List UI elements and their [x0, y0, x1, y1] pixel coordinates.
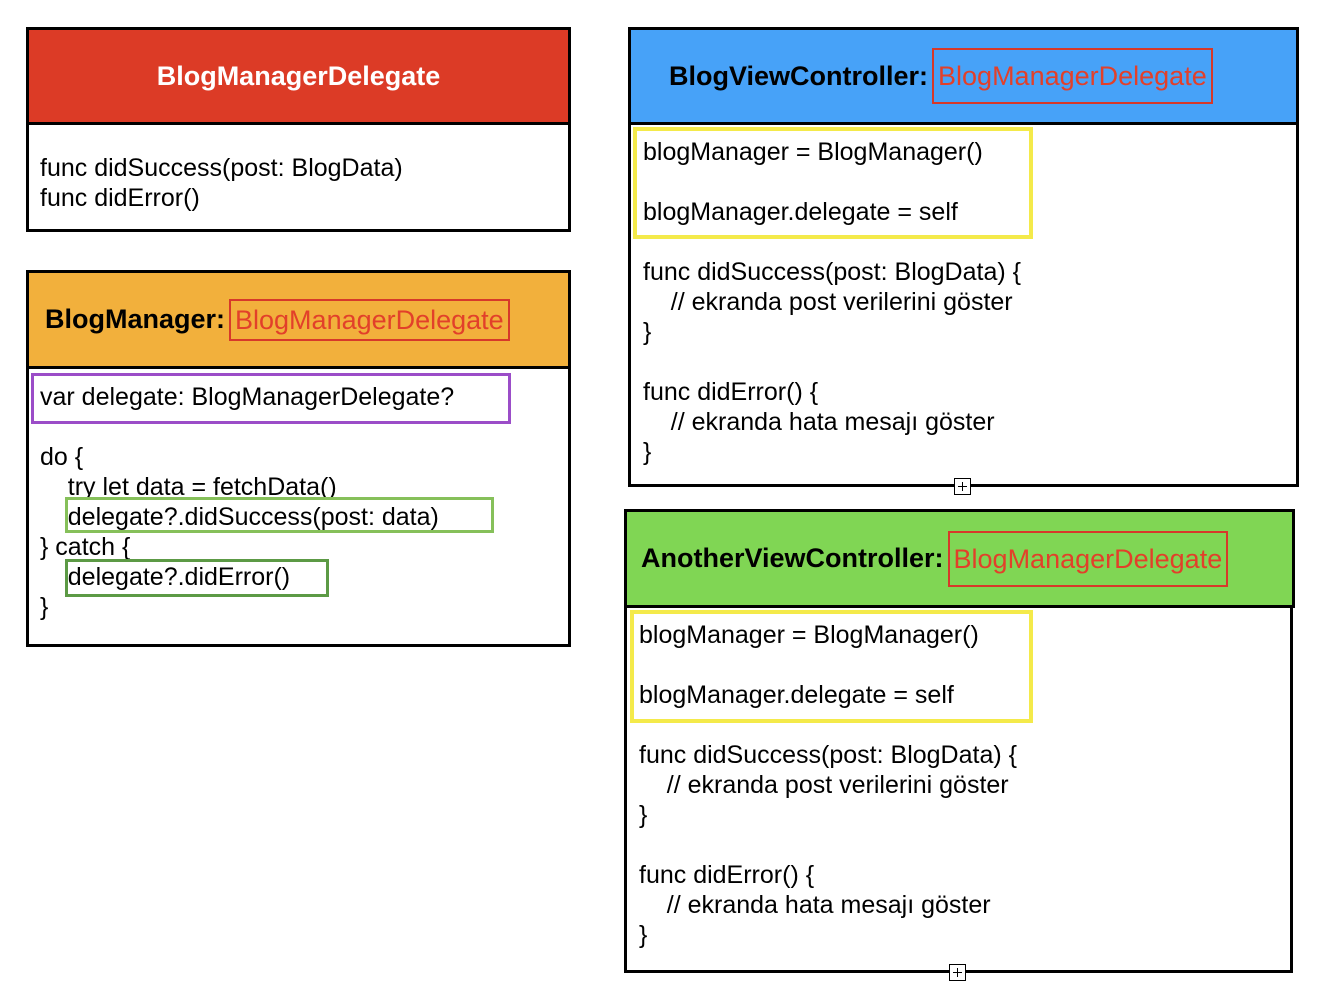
code-line: do { [40, 443, 84, 471]
code-line: } [643, 438, 652, 466]
code-line: blogManager = BlogManager() [643, 138, 983, 166]
code-line: } [40, 593, 49, 621]
code-line: blogManager.delegate = self [643, 198, 958, 226]
blog-view-controller-header: BlogViewController: BlogManagerDelegate [628, 27, 1299, 125]
did-error-call-highlight [65, 559, 329, 597]
expand-toggle-icon[interactable] [954, 478, 971, 495]
delegate-protocol-body: func didSuccess(post: BlogData) func did… [26, 125, 571, 232]
code-line: } [639, 801, 648, 829]
delegate-protocol-header: BlogManagerDelegate [26, 27, 571, 125]
expand-toggle-icon[interactable] [949, 964, 966, 981]
another-view-controller-conformance: BlogManagerDelegate [947, 530, 1229, 587]
code-line: // ekranda hata mesajı göster [643, 408, 995, 436]
blog-view-controller-body: blogManager = BlogManager() blogManager.… [628, 125, 1299, 487]
code-line: blogManager.delegate = self [639, 681, 954, 709]
blog-manager-title: BlogManager: [45, 304, 226, 334]
code-line: // ekranda hata mesajı göster [639, 891, 991, 919]
delegate-protocol-title: BlogManagerDelegate [156, 60, 441, 91]
code-line: func didSuccess(post: BlogData) [40, 154, 403, 182]
did-success-call-highlight [65, 497, 494, 533]
code-line: } [639, 921, 648, 949]
code-line: func didError() [40, 184, 200, 212]
code-line: func didError() { [643, 378, 819, 406]
code-line: var delegate: BlogManagerDelegate? [40, 383, 455, 411]
another-view-controller-header: AnotherViewController: BlogManagerDelega… [624, 509, 1295, 608]
another-view-controller-title: AnotherViewController: [641, 543, 944, 573]
code-line: delegate?.didError() [40, 563, 291, 591]
delegate-property-highlight [31, 373, 511, 424]
code-line: func didSuccess(post: BlogData) { [643, 258, 1021, 286]
blog-view-controller-title: BlogViewController: [669, 60, 929, 91]
code-line: // ekranda post verilerini göster [643, 288, 1013, 316]
manager-setup-highlight [633, 127, 1033, 239]
manager-setup-highlight [630, 610, 1033, 723]
code-line: func didSuccess(post: BlogData) { [639, 741, 1017, 769]
code-line: // ekranda post verilerini göster [639, 771, 1009, 799]
blog-manager-body: var delegate: BlogManagerDelegate? do { … [26, 369, 571, 647]
code-line: delegate?.didSuccess(post: data) [40, 503, 439, 531]
code-line: } catch { [40, 533, 131, 561]
blog-manager-header: BlogManager: BlogManagerDelegate [26, 270, 571, 369]
blog-manager-conformance: BlogManagerDelegate [229, 298, 510, 341]
code-line: } [643, 318, 652, 346]
blog-view-controller-conformance: BlogManagerDelegate [932, 48, 1213, 104]
code-line: blogManager = BlogManager() [639, 621, 979, 649]
another-view-controller-body: blogManager = BlogManager() blogManager.… [624, 608, 1293, 973]
code-line: try let data = fetchData() [40, 473, 337, 501]
code-line: func didError() { [639, 861, 815, 889]
